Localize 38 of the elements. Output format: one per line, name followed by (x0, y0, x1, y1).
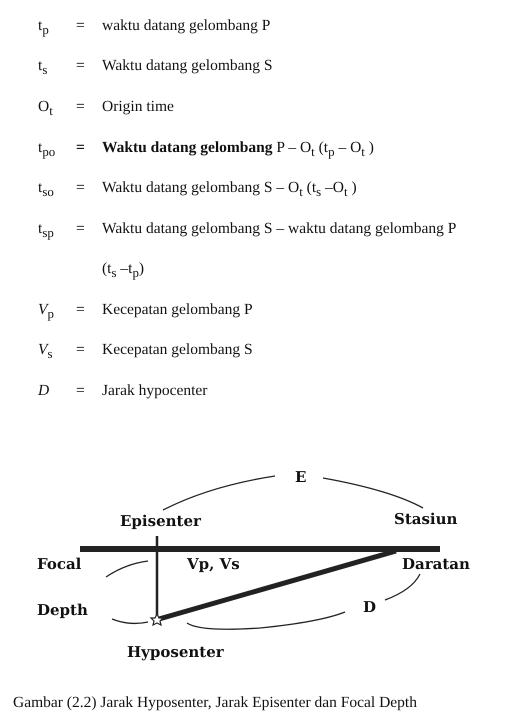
equals-sign: = (76, 382, 85, 400)
symbol-text: t$_{po}$ (38, 139, 56, 162)
point-label: Episenter (120, 512, 201, 530)
equals-sign: = (76, 17, 85, 35)
definition-text: Waktu datang gelombang S – waktu datang gelombang P (102, 220, 456, 238)
symbol-text: t$_{s}$ (38, 57, 48, 80)
equals-sign: = (76, 179, 85, 197)
symbol-text: D (38, 382, 50, 400)
symbol-text: t$_{sp}$ (38, 220, 54, 242)
definition-text: waktu datang gelombang P (102, 17, 270, 35)
equals-sign: = (76, 139, 85, 157)
symbol-text: t$_{so}$ (38, 179, 54, 202)
equals-sign: = (76, 301, 85, 319)
definition-text: Kecepatan gelombang S (102, 341, 253, 359)
equals-sign: = (76, 220, 85, 238)
equals-sign: = (76, 341, 85, 359)
symbol-text: t$_{p}$ (38, 17, 49, 40)
depth-label: Focal (37, 555, 82, 573)
equals-sign: = (76, 98, 85, 116)
definition-text: Waktu datang gelombang P – O$_{t}$ (t$_{p}$ – O$_{t}$ ) (102, 139, 374, 162)
definition-text: (t$_{s}$ –t$_{p}$) (102, 260, 144, 282)
symbol-text: O$_{t}$ (38, 98, 53, 120)
equals-sign: = (76, 57, 85, 75)
symbol-text: V$_{p}$ (38, 301, 54, 324)
definition-text: Waktu datang gelombang S (102, 57, 273, 75)
definition-text: Kecepatan gelombang P (102, 301, 253, 319)
definition-text: Origin time (102, 98, 174, 116)
definition-text: Jarak hypocenter (102, 382, 208, 400)
velocity-label: Vp, Vs (187, 555, 240, 573)
point-label: Hyposenter (127, 643, 224, 661)
distance-label: E (295, 468, 306, 486)
depth-label: Depth (37, 601, 88, 619)
point-label: Stasiun (394, 510, 458, 528)
definition-text: Waktu datang gelombang S – O$_{t}$ (t$_{s}$ –O$_{t}$ ) (102, 179, 357, 202)
figure-caption: Gambar (2.2) Jarak Hyposenter, Jarak Episenter dan Focal Depth (13, 694, 417, 712)
surface-label: Daratan (402, 555, 470, 573)
distance-label: D (363, 598, 376, 616)
symbol-text: V$_{s}$ (38, 341, 52, 364)
